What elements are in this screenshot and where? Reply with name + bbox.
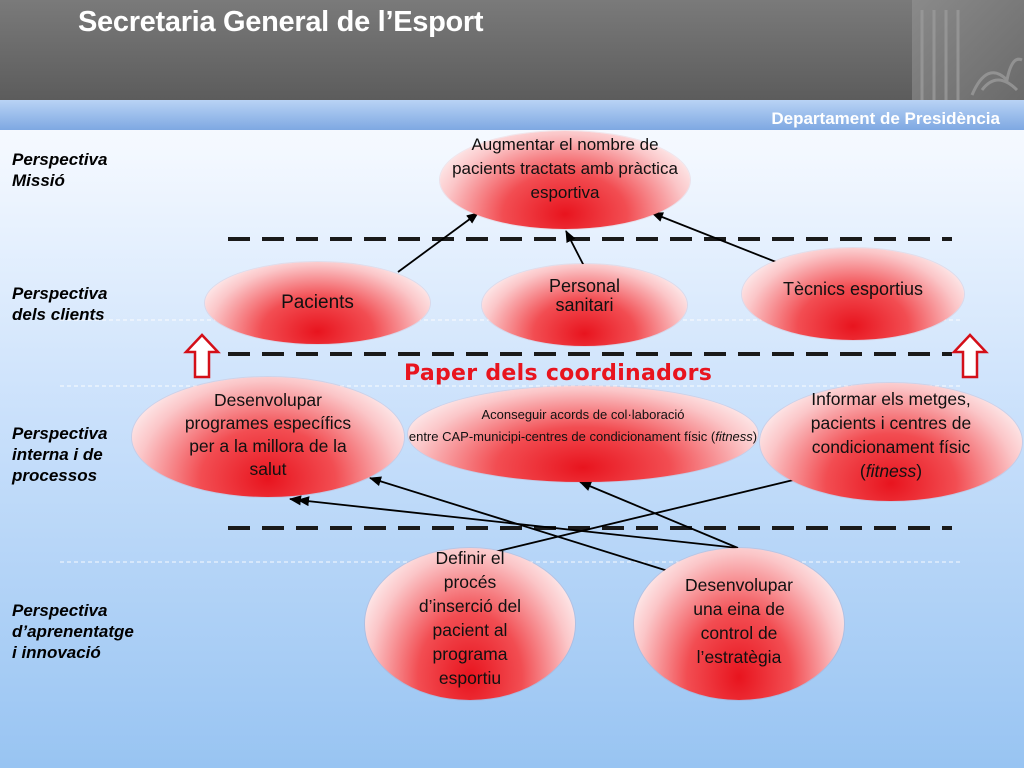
- page-title: Secretaria General de l’Esport: [78, 6, 484, 38]
- node-mission-text: Augmentar el nombre de pacients tractats…: [452, 135, 678, 202]
- arrow-eina-to-acords: [579, 481, 739, 549]
- node-informar-text: Informar els metges, pacients i centres …: [810, 389, 972, 481]
- arrow-definir-to-informar: [489, 472, 815, 554]
- node-mission: Augmentar el nombre de pacients tractats…: [440, 131, 690, 229]
- node-acords-text-2: entre CAP-municipi-centres de condiciona…: [408, 429, 758, 444]
- arrow-tecnics-to-mission: [651, 212, 777, 263]
- up-arrow-outline-icon: [183, 333, 221, 379]
- node-definir-text: Definir el procés d’inserció del pacient…: [418, 548, 522, 688]
- coordinators-label: Paper dels coordinadors: [404, 361, 713, 386]
- node-eina-text: Desenvolupar una eina de control de l’es…: [685, 575, 793, 667]
- header-bar: Secretaria General de l’Esport: [0, 0, 1024, 100]
- node-informar: Informar els metges, pacients i centres …: [760, 383, 1022, 501]
- node-acords-text-1: Aconseguir acords de col·laboració: [481, 407, 685, 422]
- node-definir: Definir el procés d’inserció del pacient…: [365, 548, 575, 700]
- arrow-pacients-to-mission: [397, 212, 479, 273]
- node-programes-text: Desenvolupar programes específics per a …: [184, 390, 352, 479]
- up-arrow-outline-icon: [951, 333, 989, 379]
- department-label: Departament de Presidència: [771, 109, 1000, 128]
- arrow-personal-to-mission: [565, 230, 585, 267]
- subheader-bar: [0, 100, 1024, 130]
- node-personal-text: Personal sanitari: [548, 276, 621, 315]
- institution-logo-icon: [912, 0, 1024, 100]
- node-eina: Desenvolupar una eina de control de l’es…: [634, 548, 844, 700]
- arrow-head-programes: [289, 495, 302, 506]
- node-programes: Desenvolupar programes específics per a …: [132, 377, 404, 497]
- node-pacients: Pacients: [205, 262, 430, 344]
- node-personal-sanitari: Personal sanitari: [482, 264, 687, 346]
- node-acords: Aconseguir acords de col·laboració entre…: [408, 386, 758, 482]
- arrow-eina-to-programes-2: [297, 496, 739, 549]
- node-tecnics-text: Tècnics esportius: [782, 278, 924, 299]
- node-pacients-text: Pacients: [281, 292, 354, 313]
- node-tecnics-esportius: Tècnics esportius: [742, 248, 964, 340]
